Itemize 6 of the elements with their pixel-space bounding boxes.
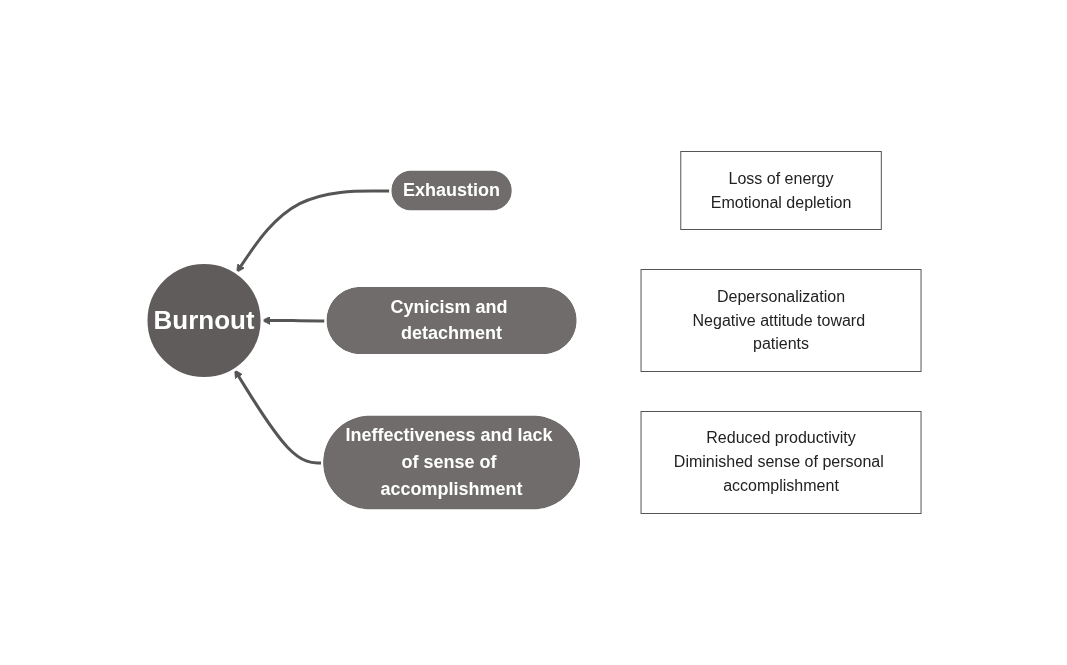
arrow (236, 189, 391, 273)
node-box: Loss of energy Emotional depletion (680, 151, 882, 230)
node-box: Reduced productivity Diminished sense of personal accomplishment (640, 411, 922, 514)
node-box: Depersonalization Negative attitude toward patients (640, 269, 922, 372)
arrow (234, 369, 323, 465)
arrow (261, 316, 326, 325)
